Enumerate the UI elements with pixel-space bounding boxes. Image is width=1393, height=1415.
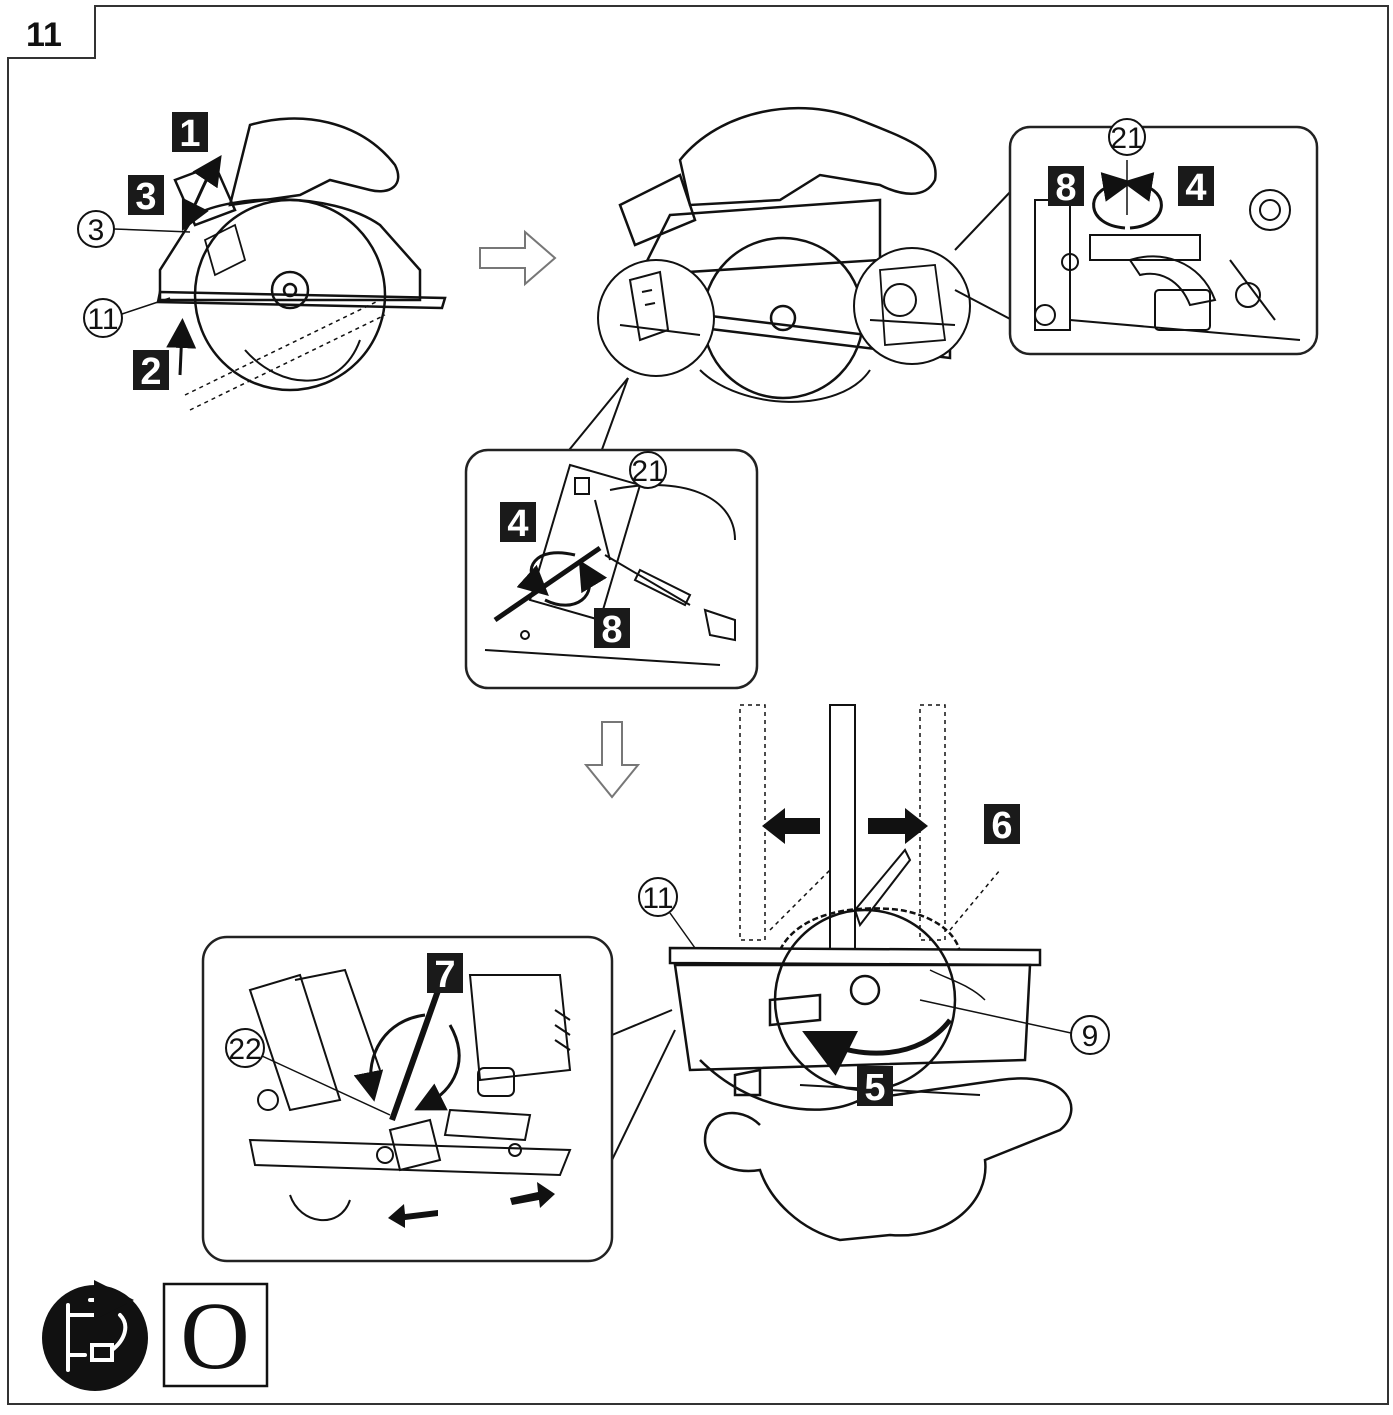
part-callout-21-top: 21 <box>1108 118 1146 156</box>
step-badge-5: 5 <box>857 1066 893 1109</box>
zoom-circle-right <box>853 247 971 365</box>
svg-text:5: 5 <box>864 1067 885 1109</box>
svg-text:8: 8 <box>1055 167 1076 209</box>
figure-frame: 11 <box>7 5 1389 1405</box>
ruler-shift-arrows <box>762 808 928 844</box>
part-callout-22: 22 <box>225 1028 391 1116</box>
svg-text:2: 2 <box>140 351 161 393</box>
part-callout-11-top: 11 <box>83 297 171 338</box>
mode-letter: O <box>180 1282 249 1389</box>
flow-arrow-right <box>479 229 557 287</box>
svg-text:4: 4 <box>507 503 528 545</box>
svg-text:22: 22 <box>228 1033 261 1066</box>
step-badge-1: 1 <box>172 112 208 155</box>
svg-text:21: 21 <box>1110 122 1143 155</box>
svg-text:11: 11 <box>642 882 673 915</box>
zoom-circle-left <box>597 259 715 377</box>
figure-number: 11 <box>26 16 62 54</box>
svg-text:11: 11 <box>87 303 118 336</box>
part-callout-21-mid: 21 <box>629 451 667 489</box>
svg-text:1: 1 <box>179 113 200 155</box>
flow-arrow-down <box>583 721 641 799</box>
svg-text:3: 3 <box>135 176 156 218</box>
saw-illustration-1 <box>156 117 447 411</box>
svg-text:21: 21 <box>631 455 664 488</box>
rotate-arrow-5 <box>802 1018 952 1076</box>
step-badge-4-mid: 4 <box>500 502 536 545</box>
svg-text:4: 4 <box>1185 167 1206 209</box>
detail-panel-top-right: 21 8 4 <box>954 118 1319 356</box>
step-badge-3: 3 <box>128 175 164 218</box>
part-callout-9: 9 <box>919 999 1110 1055</box>
step-badge-8-top: 8 <box>1048 166 1084 209</box>
svg-text:3: 3 <box>88 214 105 247</box>
part-callout-3: 3 <box>77 210 191 248</box>
svg-text:8: 8 <box>601 609 622 651</box>
svg-text:6: 6 <box>991 805 1012 847</box>
square-ruler <box>739 704 1001 961</box>
mode-letter-box: O <box>162 1282 269 1389</box>
saw-illustration-3 <box>668 907 1073 1242</box>
step-badge-2: 2 <box>133 350 169 393</box>
step-badge-6: 6 <box>984 804 1020 847</box>
part-callout-11-bottom: 11 <box>638 877 696 949</box>
saw-1-arrows <box>166 155 222 376</box>
detail-panel-middle: 21 4 8 <box>464 377 759 690</box>
svg-text:7: 7 <box>434 954 455 996</box>
detail-panel-bottom-left: 22 7 <box>201 935 676 1263</box>
svg-text:9: 9 <box>1082 1020 1099 1053</box>
step-badge-7: 7 <box>427 953 463 996</box>
unplug-power-icon <box>42 1280 148 1391</box>
step-badge-8-mid: 8 <box>594 608 630 651</box>
step-badge-4-top: 4 <box>1178 166 1214 209</box>
